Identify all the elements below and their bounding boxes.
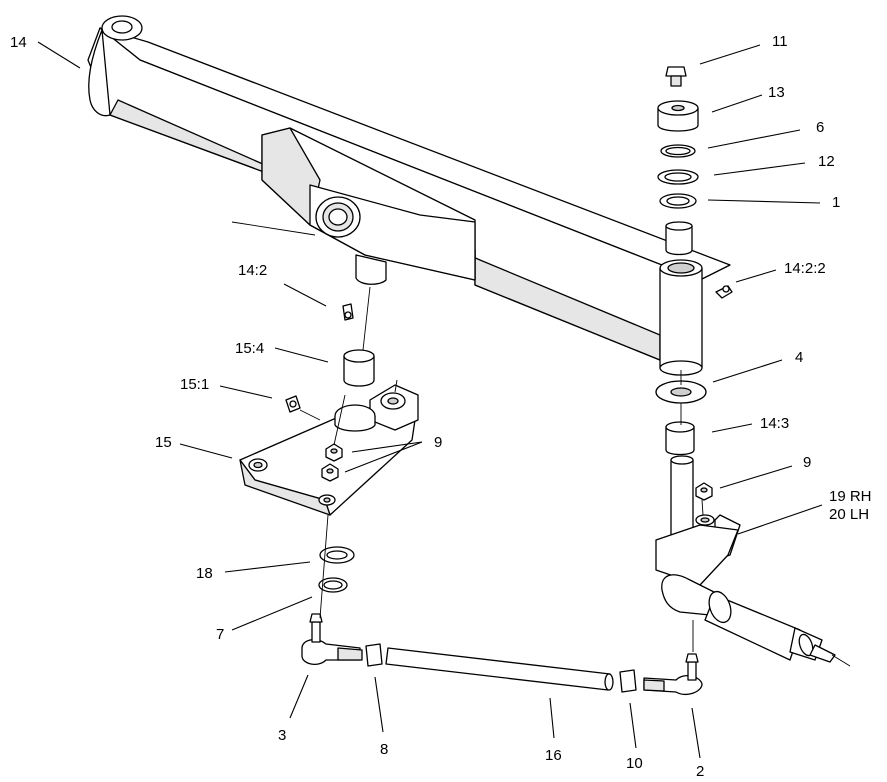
spindle [655,455,836,663]
grease-fitting-15-1 [285,395,301,413]
callout-14-2: 14:2 [238,262,267,279]
callout-1: 1 [832,194,840,211]
bushing-15-4 [343,349,375,387]
callout-14-2-2: 14:2:2 [784,260,826,277]
callout-6: 6 [816,119,824,136]
washer-18 [319,546,355,564]
nut-9-right [695,482,713,501]
jam-nut-8 [365,643,383,667]
snap-ring-7 [318,577,348,593]
washer-12 [657,169,699,185]
callout-labels: 14 11 13 6 12 1 14:2:2 14:2 15:4 4 15:1 … [10,33,872,780]
snap-ring-6 [660,144,696,158]
bolt-11 [665,66,687,87]
callout-4: 4 [795,349,803,366]
callout-16: 16 [545,747,562,764]
tie-rod-tube-16 [385,647,614,691]
leader-lines [37,41,823,759]
cap-13 [657,100,699,132]
callout-9-spindle: 9 [803,454,811,471]
callout-11: 11 [772,33,788,50]
callout-2: 2 [696,763,704,780]
callout-10: 10 [626,755,643,772]
callout-15-1: 15:1 [180,376,209,393]
grease-fitting-14-2 [342,303,354,321]
callout-19-rh: 19 RH [829,488,872,505]
tie-rod-end-3 [301,613,363,666]
nut-9-lower [321,463,339,482]
axle-beam [87,15,731,376]
tie-rod-end-2 [643,653,703,696]
callout-3: 3 [278,727,286,744]
callout-15: 15 [155,434,172,451]
callout-9-bracket: 9 [434,434,442,451]
callout-13: 13 [768,84,785,101]
nut-9-upper [325,443,343,462]
callout-14: 14 [10,34,27,51]
bushing-upper [665,221,693,256]
callout-20-lh: 20 LH [829,506,869,523]
callout-18: 18 [196,565,213,582]
callout-14-3: 14:3 [760,415,789,432]
grease-fitting-14-2-2 [715,285,733,299]
washer-1 [659,193,697,209]
callout-7: 7 [216,626,224,643]
callout-15-4: 15:4 [235,340,264,357]
bushing-14-3 [665,421,695,456]
jam-nut-10 [619,669,637,693]
callout-8: 8 [380,741,388,758]
callout-12: 12 [818,153,835,170]
assembly-centerlines [231,221,851,667]
